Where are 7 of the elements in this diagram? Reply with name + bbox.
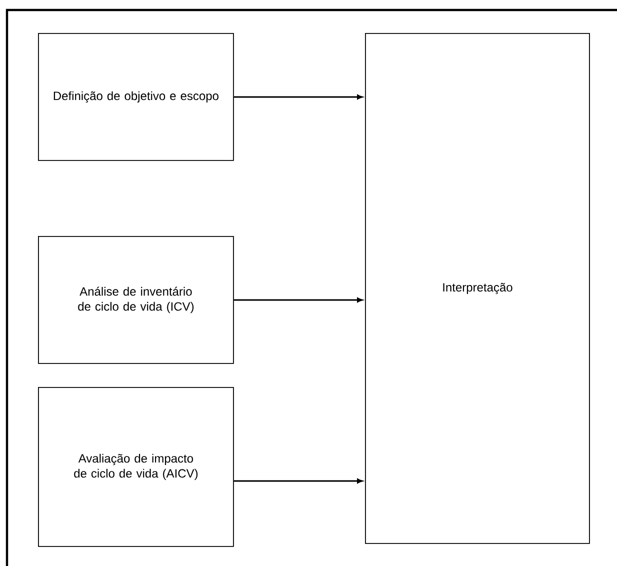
arrow [234, 478, 362, 484]
process-box: Interpretação [365, 33, 590, 544]
process-box: Análise de inventário de ciclo de vida (ICV) [38, 236, 234, 364]
arrow [234, 94, 362, 100]
process-box: Avaliação de impacto de ciclo de vida (AICV) [38, 387, 234, 547]
process-box: Definição de objetivo e escopo [38, 33, 234, 161]
arrow [234, 298, 362, 302]
